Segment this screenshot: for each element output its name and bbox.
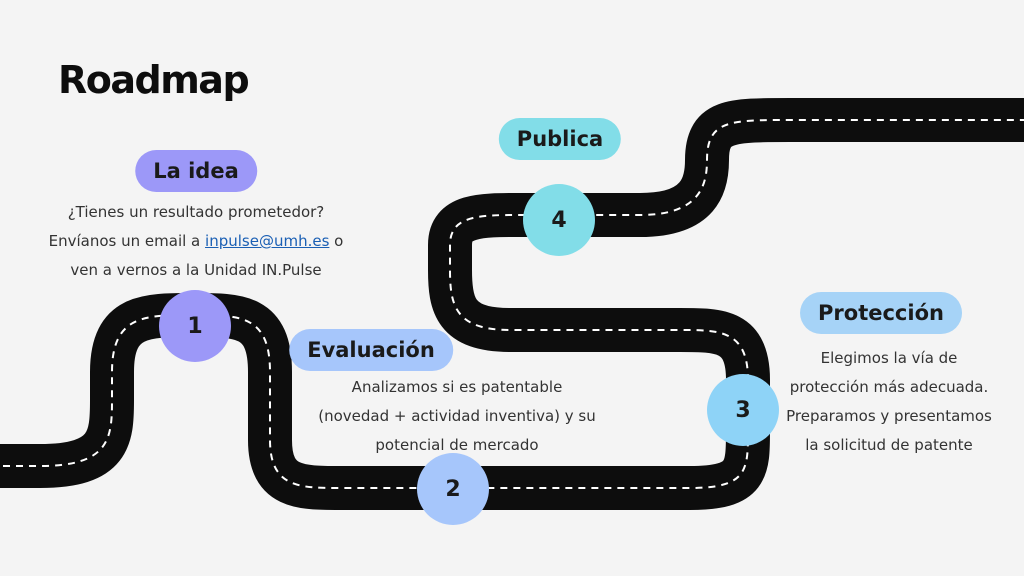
- step-2-node: 2: [417, 453, 489, 525]
- step-1-pill: La idea: [135, 150, 257, 192]
- step-3-line-3: Preparamos y presentamos: [786, 407, 992, 425]
- step-2-line-3: potencial de mercado: [375, 436, 539, 454]
- page-title: Roadmap: [58, 58, 250, 102]
- step-1-description: ¿Tienes un resultado prometedor? Envíano…: [49, 198, 344, 285]
- step-2-line-2: (novedad + actividad inventiva) y su: [318, 407, 596, 425]
- step-1-line-2-pre: Envíanos un email a: [48, 232, 206, 250]
- step-2-description: Analizamos si es patentable (novedad + a…: [318, 373, 596, 460]
- step-1-line-3: ven a vernos a la Unidad IN.Pulse: [70, 261, 322, 279]
- step-4-node: 4: [523, 184, 595, 256]
- step-3-line-2: protección más adecuada.: [789, 378, 989, 396]
- step-3-line-4: la solicitud de patente: [805, 436, 973, 454]
- step-1-node: 1: [159, 290, 231, 362]
- step-3-node: 3: [707, 374, 779, 446]
- step-1-line-1: ¿Tienes un resultado prometedor?: [67, 203, 325, 221]
- step-1-line-2-post: o: [329, 232, 344, 250]
- step-3-description: Elegimos la vía de protección más adecua…: [786, 344, 992, 460]
- step-1-line-2: Envíanos un email a inpulse@umh.es o: [49, 227, 344, 256]
- step-2-pill: Evaluación: [289, 329, 453, 371]
- step-2-line-1: Analizamos si es patentable: [351, 378, 563, 396]
- step-3-line-1: Elegimos la vía de: [820, 349, 958, 367]
- step-4-pill: Publica: [498, 118, 622, 160]
- step-3-pill: Protección: [800, 292, 962, 334]
- email-link[interactable]: inpulse@umh.es: [205, 232, 330, 250]
